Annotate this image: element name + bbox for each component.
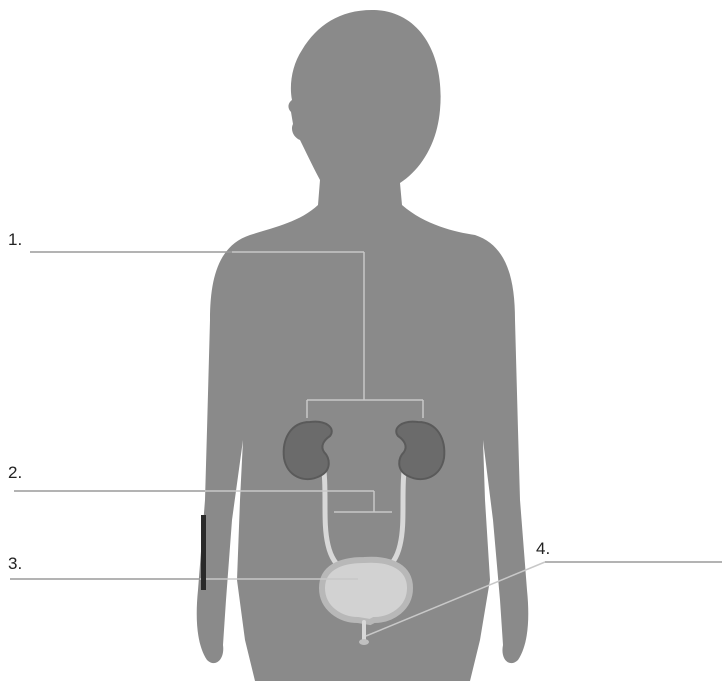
label-number-3: 3. bbox=[8, 555, 22, 572]
label-number-4: 4. bbox=[536, 540, 550, 557]
bladder bbox=[322, 560, 410, 622]
scan-artifact-bar bbox=[201, 515, 206, 590]
urethra-opening bbox=[359, 639, 369, 645]
label-number-2: 2. bbox=[8, 464, 22, 481]
label-number-1: 1. bbox=[8, 231, 22, 248]
